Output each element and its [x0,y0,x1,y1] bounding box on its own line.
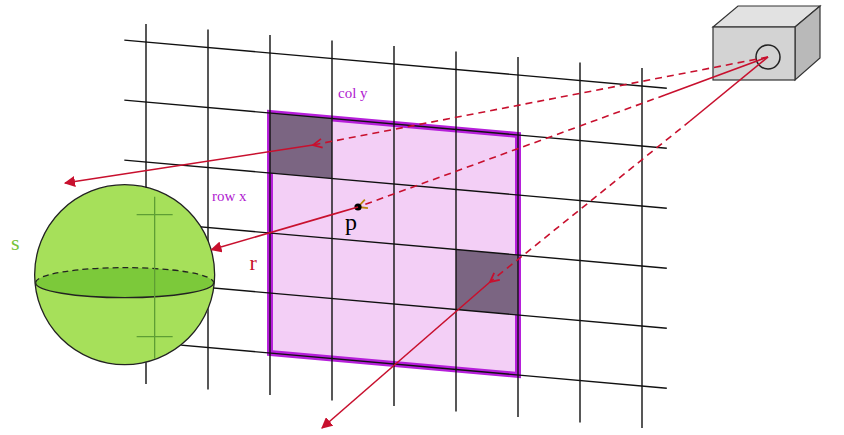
grid-line [517,57,518,417]
ray [665,57,768,95]
dark-pixel [270,113,332,179]
text-holder: r [250,252,257,274]
grid-line [145,24,146,384]
grid-line [641,68,642,428]
grid-line [207,30,208,390]
grid-line [124,40,667,88]
image-window-outline [266,109,522,379]
text-holder: s [11,232,20,254]
image-window: pcol yrow x [266,109,522,379]
pixel-grid [124,24,667,428]
sphere-body [35,185,215,365]
text-holder: row x [212,188,247,204]
sphere-equator-front [36,283,214,298]
sphere-equator-back [36,268,214,283]
sphere-axis [154,197,155,359]
pixel-cell: p [331,178,395,246]
grid-line [579,63,580,423]
sphere-tick [137,336,173,337]
sphere-equator-band [36,268,214,298]
sphere-label: s [11,232,20,254]
camera [713,6,820,80]
sphere-tick [137,214,173,215]
text-holder: col y [338,85,368,101]
ray-label: r [250,252,257,274]
grid-line [455,52,456,412]
row-label: row x [212,189,247,204]
ray [690,57,768,121]
grid-line [269,35,270,395]
grid-line [393,46,394,406]
camera-side [795,6,820,80]
grid-line [331,41,332,401]
dark-pixel [456,250,518,316]
sphere: s [33,183,216,366]
column-label: col y [338,86,368,101]
point-label: p [345,210,357,234]
image-window-shape [270,113,518,375]
text-holder: p [345,210,357,234]
pixel-cell-outline [331,178,395,246]
sphere-outline [33,183,216,366]
